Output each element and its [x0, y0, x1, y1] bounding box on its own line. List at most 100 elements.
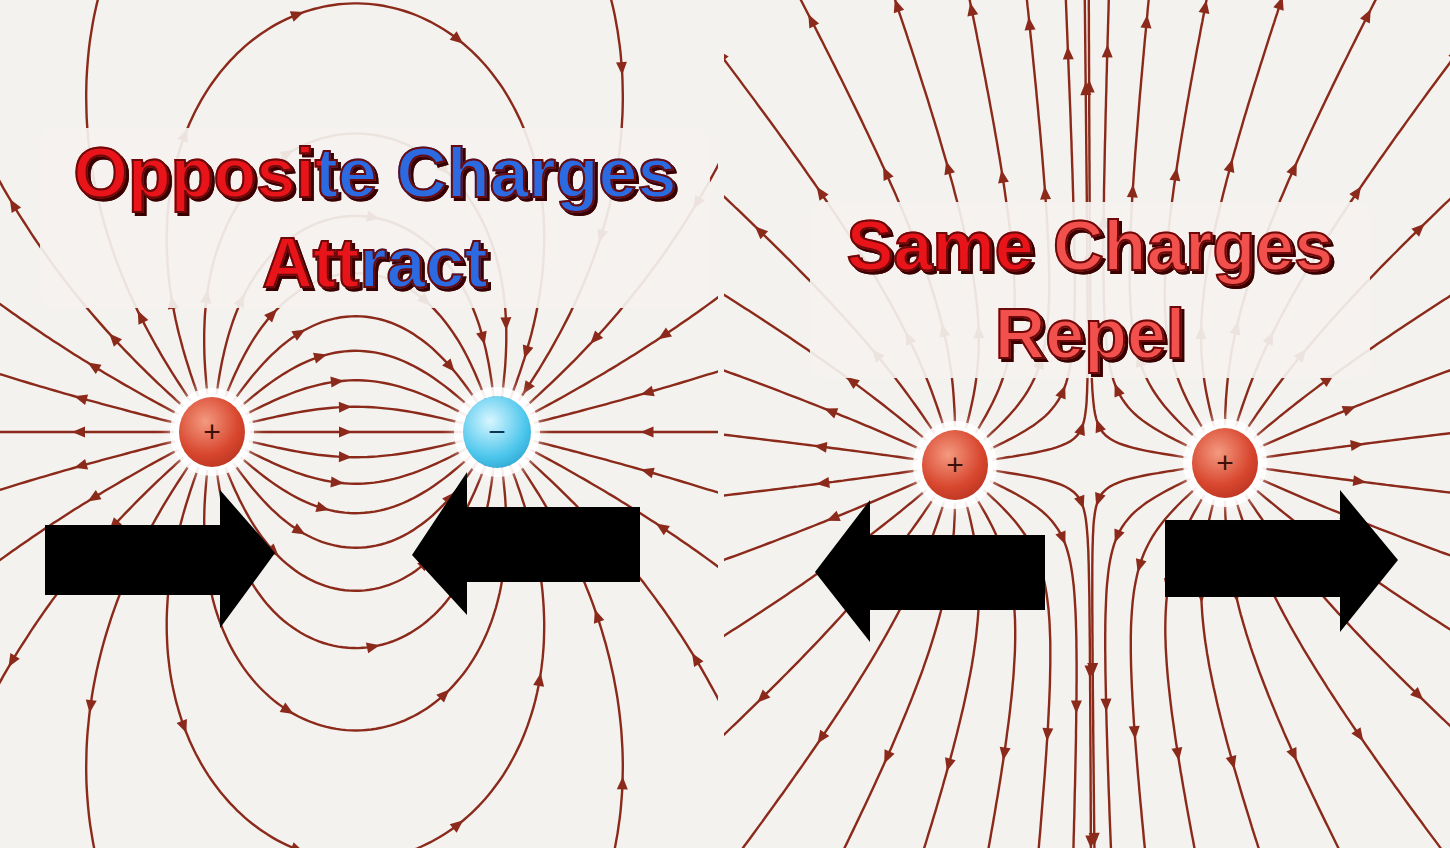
field-arrowhead — [1042, 728, 1053, 741]
field-arrowhead — [533, 673, 544, 687]
field-arrowhead — [1055, 385, 1065, 399]
field-line — [246, 448, 468, 484]
field-line — [534, 364, 718, 423]
field-arrowhead — [330, 477, 344, 488]
field-lines — [0, 0, 718, 848]
field-arrowhead — [339, 451, 352, 462]
field-arrowhead — [817, 187, 829, 201]
field-arrowhead — [1114, 529, 1124, 543]
field-arrowhead — [74, 459, 88, 470]
field-arrowhead — [617, 776, 628, 789]
field-arrowhead — [330, 377, 344, 388]
charge-circle: + — [179, 397, 245, 467]
field-arrowhead — [74, 394, 88, 405]
charge-circle: + — [922, 430, 988, 500]
field-arrowhead — [1226, 755, 1237, 769]
field-line — [1263, 430, 1450, 458]
field-arrowhead — [1129, 726, 1140, 739]
field-arrowhead — [138, 311, 149, 325]
field-arrowhead — [808, 14, 819, 28]
field-line — [250, 431, 463, 433]
charge-sign: + — [203, 417, 221, 447]
field-arrowhead — [1286, 162, 1296, 176]
field-arrowhead — [72, 427, 85, 438]
field-arrowhead — [280, 703, 294, 714]
field-arrowhead — [1071, 701, 1082, 714]
field-arrowhead — [1115, 383, 1125, 397]
force-arrow — [815, 500, 1045, 642]
field-arrowhead — [1410, 687, 1423, 700]
force-arrow — [1165, 490, 1398, 632]
force-arrow — [45, 490, 275, 628]
field-arrowhead — [1087, 663, 1098, 676]
charge-circle: + — [1192, 428, 1258, 498]
force-arrow — [412, 472, 640, 615]
field-arrowhead — [1141, 15, 1152, 28]
field-arrowhead — [290, 842, 304, 848]
field-arrowhead — [757, 690, 770, 703]
field-arrowhead — [523, 345, 534, 359]
field-arrowhead — [944, 161, 955, 175]
charge-sign: + — [946, 450, 964, 480]
field-arrowhead — [1040, 186, 1051, 199]
field-arrowhead — [339, 427, 352, 438]
field-line — [724, 470, 917, 498]
field-arrowhead — [658, 328, 672, 340]
field-arrowhead — [109, 333, 122, 346]
field-arrowhead — [88, 490, 102, 502]
field-arrowhead — [1350, 440, 1364, 451]
field-line — [246, 380, 468, 416]
field-line — [249, 407, 464, 424]
force-arrows — [45, 472, 1398, 642]
field-arrowhead — [894, 0, 904, 13]
field-arrowhead — [998, 170, 1009, 184]
field-arrowhead — [1102, 45, 1113, 58]
field-arrowhead — [313, 353, 327, 364]
field-arrowhead — [755, 226, 768, 239]
field-arrowhead — [1342, 406, 1356, 416]
field-arrowhead — [846, 377, 860, 389]
field-arrowhead — [967, 3, 978, 17]
field-arrowhead — [264, 309, 277, 322]
field-arrowhead — [1172, 747, 1183, 761]
field-arrowhead — [1127, 185, 1138, 198]
charge-sign: − — [488, 417, 506, 447]
field-arrowhead — [1000, 747, 1011, 761]
field-arrowhead — [641, 468, 655, 479]
field-arrowhead — [1360, 9, 1371, 23]
field-arrowhead — [476, 331, 487, 345]
heading-text: Same Charges Repel — [810, 202, 1370, 378]
field-arrowhead — [1096, 419, 1106, 433]
field-arrowhead — [724, 50, 729, 64]
field-arrowhead — [827, 511, 841, 521]
field-line — [249, 441, 464, 458]
heading-patch: Same Charges Repel — [810, 202, 1370, 378]
field-arrowhead — [594, 610, 604, 624]
field-arrowhead — [883, 167, 893, 181]
field-arrowhead — [523, 380, 535, 394]
field-arrowhead — [10, 199, 21, 213]
charge-circle: − — [463, 396, 531, 468]
field-arrowhead — [1084, 80, 1095, 93]
field-arrowhead — [1353, 475, 1367, 486]
field-arrowhead — [366, 643, 380, 654]
field-arrowhead — [945, 757, 956, 771]
field-arrowhead — [1224, 159, 1235, 173]
field-arrowhead — [616, 62, 627, 75]
field-arrowhead — [500, 317, 511, 330]
field-arrowhead — [641, 386, 655, 397]
field-line — [0, 441, 175, 498]
field-arrowhead — [9, 653, 20, 667]
field-arrowhead — [1089, 833, 1100, 846]
field-arrowhead — [824, 408, 838, 418]
field-arrowhead — [1351, 727, 1363, 741]
field-arrowhead — [884, 749, 894, 763]
field-arrowhead — [1349, 186, 1361, 200]
field-arrowhead — [1136, 558, 1147, 572]
field-arrowhead — [816, 477, 830, 488]
field-line — [86, 463, 190, 848]
field-arrowhead — [1055, 531, 1065, 545]
field-arrowhead — [818, 730, 830, 744]
field-arrowhead — [291, 330, 305, 341]
charge-sign: + — [1216, 448, 1234, 478]
